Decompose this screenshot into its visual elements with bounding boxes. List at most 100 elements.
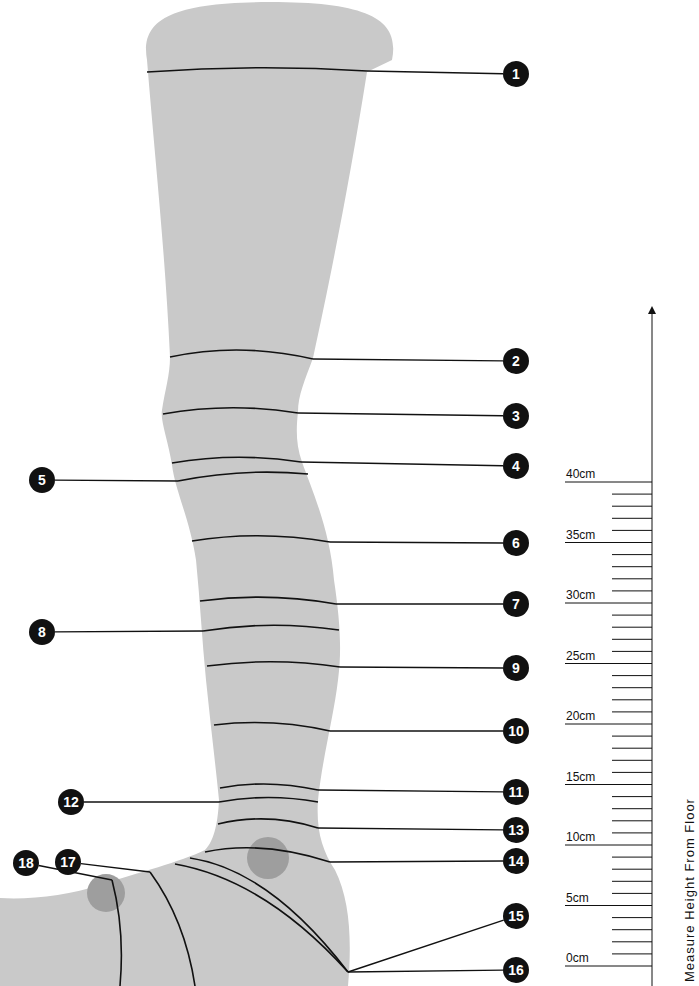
ruler-tick: [565, 845, 652, 846]
ruler-tick: [565, 724, 652, 725]
ruler-tick: [612, 554, 652, 555]
leader-line: [330, 730, 503, 731]
ruler-tick: [565, 784, 652, 785]
ruler-tick: [612, 929, 652, 930]
callout-circle: 2: [503, 348, 529, 374]
leader-line: [84, 801, 219, 802]
toe-joint: [87, 874, 125, 912]
ruler-tick: [612, 748, 652, 749]
callout-circle: 6: [503, 530, 529, 556]
ruler-tick: [612, 832, 652, 833]
leader-line: [330, 541, 503, 543]
callout-circle: 11: [503, 779, 529, 805]
leader-line: [55, 479, 178, 481]
leader-line: [318, 828, 503, 830]
leader-line: [55, 630, 203, 632]
ruler-tick: [612, 615, 652, 616]
ruler-tick: [612, 590, 652, 591]
callout-circle: 3: [503, 403, 529, 429]
ruler-tick: [612, 953, 652, 954]
leader-line: [340, 666, 503, 668]
axis-caption: Measure Height From Floor: [683, 798, 696, 982]
ruler-value: 5cm: [566, 892, 589, 904]
ruler-tick: [612, 796, 652, 797]
callout-number: 14: [508, 854, 524, 868]
ruler-tick: [612, 530, 652, 531]
measure-band: [163, 408, 298, 414]
ruler-tick: [612, 881, 652, 882]
measure-band: [220, 784, 318, 790]
callout-circle: 15: [503, 903, 529, 929]
ruler-tick: [612, 687, 652, 688]
ruler-tick: [565, 482, 652, 483]
ruler-value: 40cm: [566, 468, 595, 480]
ruler-value: 30cm: [566, 589, 595, 601]
leader-line: [298, 413, 503, 416]
measure-band: [178, 472, 308, 481]
callout-number: 6: [512, 536, 520, 550]
callout-number: 17: [60, 855, 76, 869]
ruler-tick: [612, 893, 652, 894]
measure-band: [147, 68, 367, 72]
measure-band: [219, 798, 318, 803]
ruler-tick: [612, 857, 652, 858]
ruler-tick: [612, 506, 652, 507]
ruler-tick: [612, 820, 652, 821]
leader-line: [336, 603, 503, 604]
leader-line: [318, 790, 503, 792]
ruler-value: 35cm: [566, 529, 595, 541]
ruler-tick: [612, 627, 652, 628]
ruler-value: 15cm: [566, 771, 595, 783]
measure-band: [200, 597, 336, 604]
callout-circle: 17: [55, 849, 81, 875]
measure-band: [150, 872, 195, 986]
ruler-axis: [652, 310, 653, 986]
ruler-tick: [612, 917, 652, 918]
callout-number: 9: [512, 661, 520, 675]
measure-band: [192, 536, 330, 542]
leg-silhouette: [0, 2, 393, 986]
callout-circle: 13: [503, 817, 529, 843]
callout-circle: 5: [29, 467, 55, 493]
leader-line: [330, 860, 503, 862]
callout-number: 1: [512, 67, 520, 81]
callout-circle: 9: [503, 655, 529, 681]
ruler-tick: [565, 603, 652, 604]
callout-circle: 10: [503, 718, 529, 744]
ruler-tick: [612, 711, 652, 712]
ruler-tick: [612, 772, 652, 773]
leader-line: [348, 920, 504, 972]
callout-number: 3: [512, 409, 520, 423]
measure-band: [170, 350, 313, 359]
ruler-tick: [612, 760, 652, 761]
ruler-tick: [565, 542, 652, 543]
ankle-bone: [247, 837, 289, 879]
ruler-tick: [565, 663, 652, 664]
callout-circle: 14: [503, 848, 529, 874]
ruler-tick: [612, 869, 652, 870]
ruler-tick: [612, 736, 652, 737]
callout-circle: 8: [29, 619, 55, 645]
ruler-value: 10cm: [566, 831, 595, 843]
leader-line: [367, 71, 503, 74]
ruler-tick: [612, 578, 652, 579]
callout-number: 15: [508, 909, 524, 923]
callout-number: 18: [18, 856, 34, 870]
ruler-tick: [612, 639, 652, 640]
ruler-tick: [565, 966, 652, 967]
ruler-tick: [612, 566, 652, 567]
measure-band: [175, 864, 348, 972]
measure-band: [207, 662, 340, 667]
callout-circle: 1: [503, 61, 529, 87]
callout-number: 11: [509, 785, 524, 799]
callout-number: 8: [38, 625, 46, 639]
callout-circle: 18: [13, 850, 39, 876]
ruler-tick: [612, 651, 652, 652]
callout-number: 7: [512, 597, 520, 611]
callout-circle: 16: [503, 957, 529, 983]
ruler-tick: [612, 699, 652, 700]
callout-number: 13: [508, 823, 524, 837]
measure-band: [218, 819, 318, 828]
measure-band: [205, 848, 330, 862]
